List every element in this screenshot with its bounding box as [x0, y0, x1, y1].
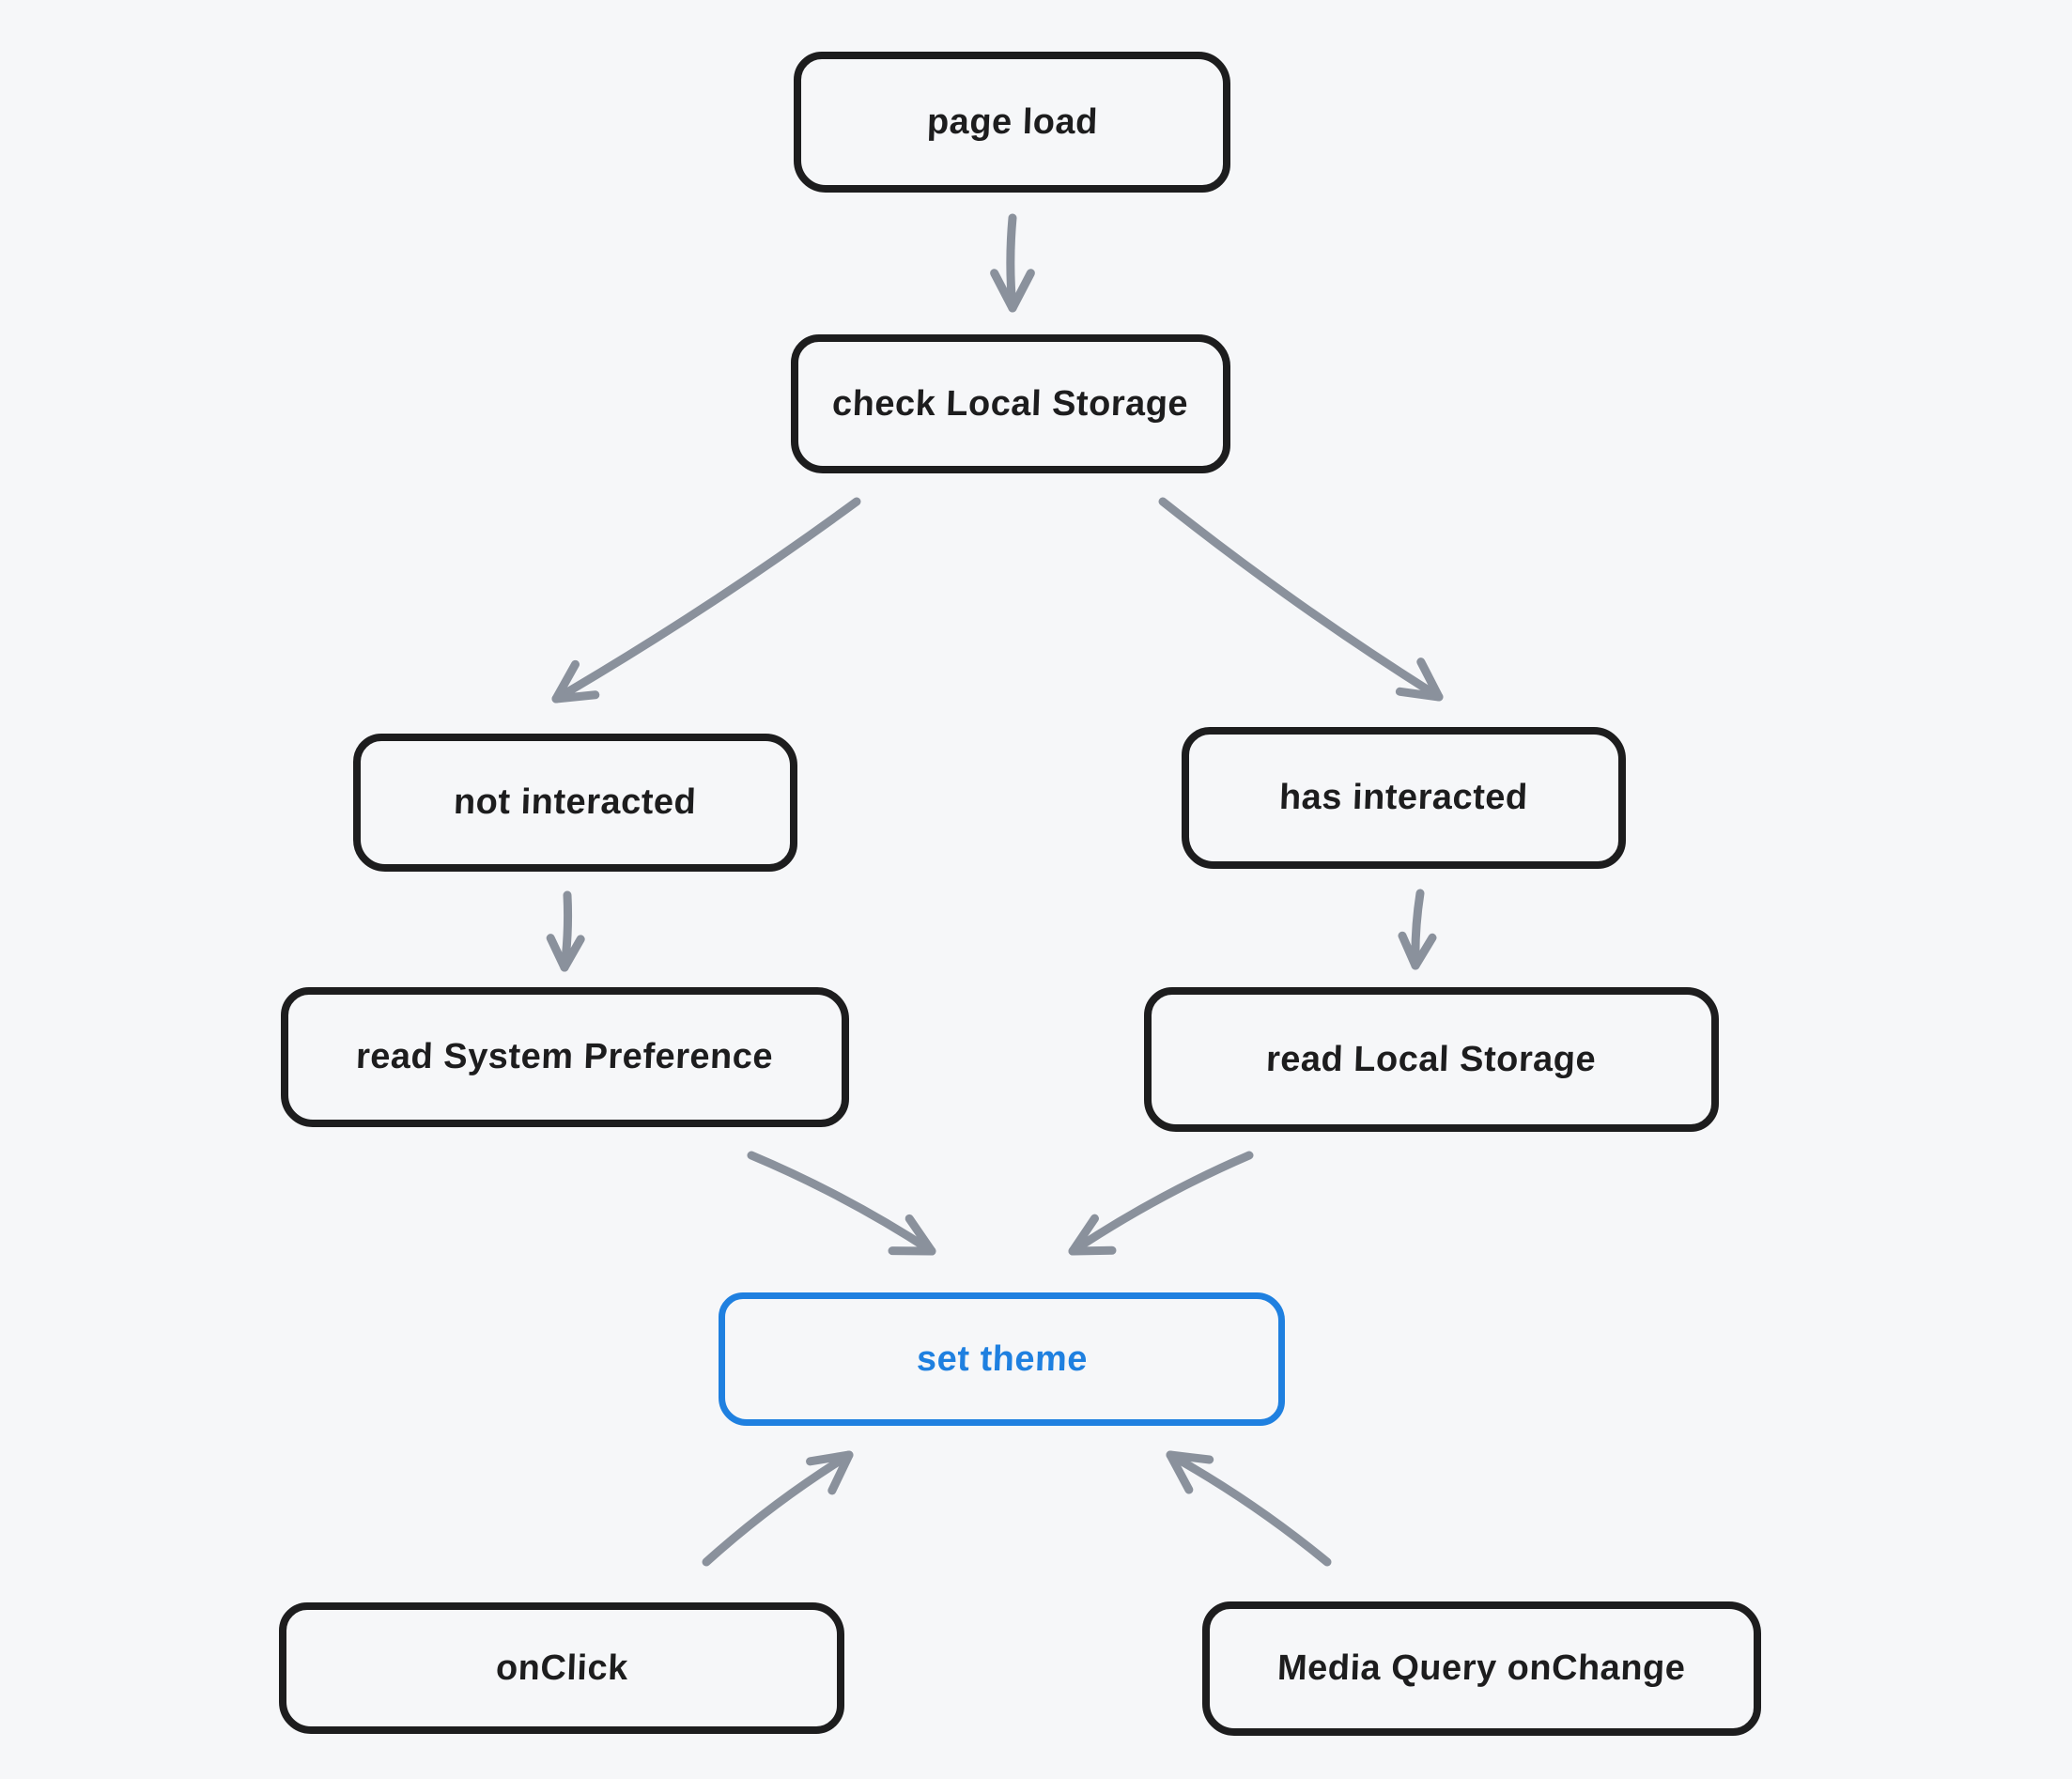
- arrow-media-query-onchange-to-set-theme: [1166, 1450, 1332, 1567]
- flow-node-has-interacted: has interacted: [1182, 727, 1626, 869]
- flow-node-onclick: onClick: [279, 1602, 844, 1734]
- arrow-has-interacted-to-read-local-storage: [1398, 889, 1437, 970]
- flow-node-media-query-onchange: Media Query onChange: [1202, 1601, 1761, 1736]
- node-label: check Local Storage: [831, 383, 1190, 424]
- node-label: page load: [925, 101, 1099, 142]
- flow-node-read-local-storage: read Local Storage: [1144, 987, 1719, 1132]
- flow-node-read-system-preference: read System Preference: [281, 987, 849, 1127]
- flow-node-not-interacted: not interacted: [353, 734, 797, 872]
- node-label: set theme: [915, 1338, 1089, 1379]
- flow-node-check-local-storage: check Local Storage: [791, 334, 1230, 473]
- node-label: not interacted: [453, 782, 698, 822]
- arrow-read-local-storage-to-set-theme: [1068, 1151, 1254, 1256]
- node-label: read System Preference: [355, 1037, 775, 1076]
- node-label: Media Query onChange: [1276, 1648, 1687, 1688]
- node-label: has interacted: [1278, 778, 1529, 817]
- arrow-page-load-to-check-local-storage: [990, 213, 1035, 313]
- node-label: read Local Storage: [1265, 1039, 1598, 1079]
- arrow-check-local-storage-to-has-interacted: [1158, 497, 1444, 702]
- flow-node-set-theme: set theme: [719, 1292, 1285, 1426]
- arrow-check-local-storage-to-not-interacted: [551, 497, 861, 704]
- node-label: onClick: [494, 1648, 629, 1688]
- arrow-not-interacted-to-read-system-pref: [546, 890, 585, 972]
- arrow-read-system-pref-to-set-theme: [747, 1151, 936, 1256]
- arrow-onclick-to-set-theme: [702, 1450, 854, 1567]
- flow-node-page-load: page load: [794, 52, 1230, 193]
